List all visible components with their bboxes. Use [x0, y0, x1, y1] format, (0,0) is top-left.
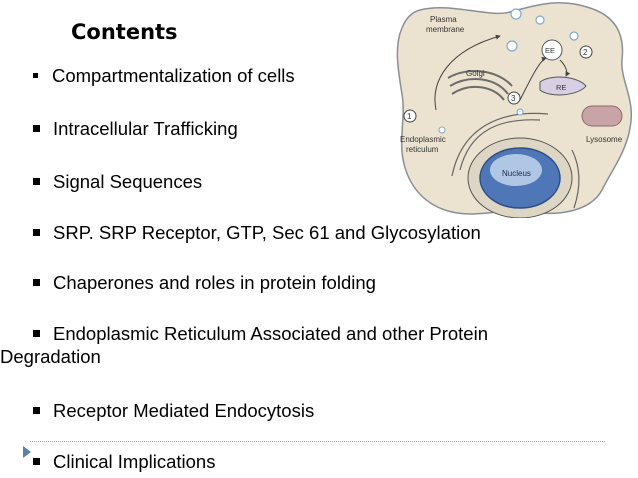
bullet-marker-icon	[33, 278, 40, 286]
bullet-item: Endoplasmic Reticulum Associated and oth…	[0, 322, 593, 368]
bullet-continuation: Degradation	[0, 346, 101, 367]
er-label-1: Endoplasmic	[400, 135, 446, 144]
slide-title: Contents	[71, 20, 178, 44]
bullet-item: SRP. SRP Receptor, GTP, Sec 61 and Glyco…	[33, 221, 593, 244]
bullet-marker-icon	[33, 457, 40, 465]
arrow-icon	[23, 446, 31, 458]
lysosome	[581, 105, 623, 127]
ee-label: EE	[545, 46, 555, 55]
divider-line	[30, 441, 605, 442]
lysosome-label: Lysosome	[586, 135, 623, 144]
bullet-item: Receptor Mediated Endocytosis	[33, 399, 593, 422]
bullet-marker-icon	[33, 124, 40, 132]
bullet-item: Clinical Implications	[33, 450, 593, 473]
bullet-marker-icon	[33, 72, 38, 78]
re-label: RE	[556, 83, 566, 92]
plasma-membrane-label-1: Plasma	[430, 15, 457, 24]
recycling-endosome	[539, 76, 587, 96]
bullet-marker-icon	[33, 329, 40, 337]
step-1-label: 1	[407, 112, 412, 121]
bullet-item: Signal Sequences	[33, 170, 593, 193]
er-label-2: reticulum	[406, 145, 439, 154]
early-endosome	[541, 39, 563, 61]
nucleus-label: Nucleus	[502, 169, 531, 178]
step-3-label: 3	[511, 94, 516, 103]
bullet-marker-icon	[33, 177, 40, 185]
bullet-marker-icon	[33, 406, 40, 414]
plasma-membrane-label-2: membrane	[426, 25, 465, 34]
bullet-item: Chaperones and roles in protein folding	[33, 271, 593, 294]
golgi-label: Golgi	[466, 69, 485, 78]
cell-trafficking-diagram: Nucleus Golgi Plasma membrane EE RE Lyso…	[396, 2, 632, 218]
bullet-item: Intracellular Trafficking	[33, 117, 593, 140]
step-2-label: 2	[583, 48, 588, 57]
bullet-marker-icon	[33, 228, 40, 236]
bullet-item: Compartmentalization of cells	[33, 64, 593, 87]
